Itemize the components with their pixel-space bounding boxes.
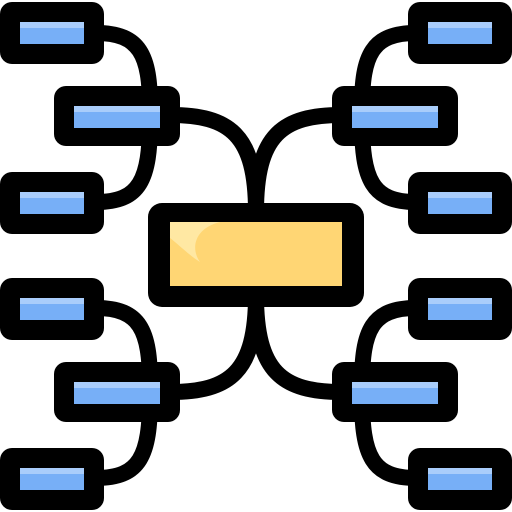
node-bottom-right-1 [408, 278, 512, 340]
connector-center-top-left [162, 107, 264, 220]
center-node-highlight [170, 222, 220, 262]
node-bottom-right-2 [332, 362, 458, 422]
node-top-left-2 [54, 86, 180, 146]
node-bottom-right-3 [408, 448, 512, 510]
node-bottom-left-3 [0, 448, 104, 510]
connector-lines [88, 25, 424, 486]
node-top-left-1 [0, 2, 104, 64]
center-node [148, 203, 364, 307]
node-top-right-3 [408, 172, 512, 234]
node-top-right-1 [408, 2, 512, 64]
connector-center-bottom-left [162, 287, 264, 400]
node-top-right-2 [332, 86, 458, 146]
node-top-left-3 [0, 172, 104, 234]
node-bottom-left-2 [54, 362, 180, 422]
node-bottom-left-1 [0, 278, 104, 340]
connector-center-top-right [248, 107, 350, 220]
connector-center-bottom-right [248, 287, 350, 400]
